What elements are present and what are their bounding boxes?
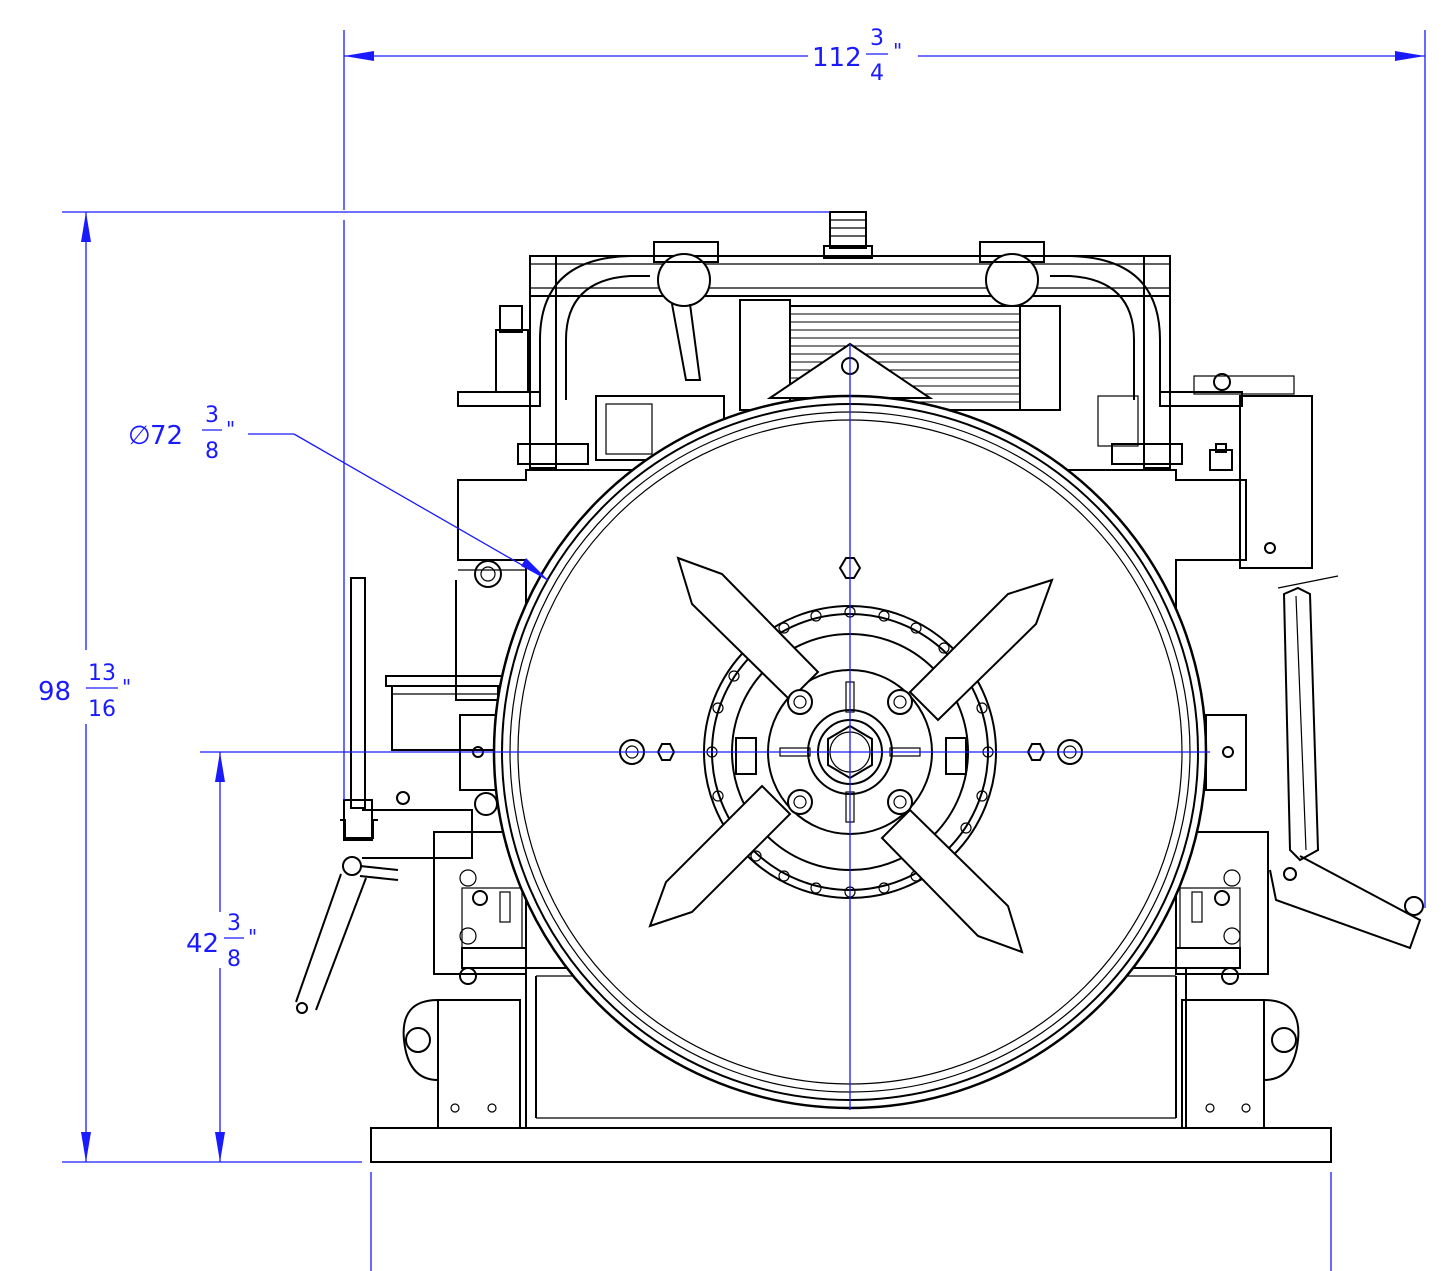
overall-width-denominator: 4 (870, 61, 884, 86)
overall-height-whole: 98 (38, 677, 71, 707)
top-frame (457, 255, 1243, 469)
drum-diameter-numerator: 3 (205, 403, 219, 428)
drum-diameter-whole: 72 (150, 421, 183, 451)
center-height-numerator: 3 (227, 911, 241, 936)
right-work-light (979, 241, 1045, 307)
drum-diameter-denominator: 8 (205, 439, 219, 464)
overall-height-dimension: 98 13 16 " (38, 211, 830, 1163)
overall-width-dimension: 112 3 4 " (343, 26, 1426, 908)
cross-arms (648, 556, 1054, 954)
overall-width-unit: " (893, 39, 902, 63)
left-tray (385, 675, 505, 751)
drum-diameter-dimension: ∅ 72 3 8 " (128, 403, 549, 581)
left-bearing-housing (433, 831, 527, 975)
exhaust-cap (823, 211, 873, 259)
overall-height-unit: " (122, 675, 131, 699)
overall-width-numerator: 3 (870, 26, 884, 51)
base-plate (370, 1127, 1332, 1163)
center-height-denominator: 8 (227, 947, 241, 972)
right-filter-assembly (1097, 395, 1183, 465)
center-height-whole: 42 (186, 929, 219, 959)
left-lever-arm (295, 577, 473, 1014)
hub-bolts (619, 557, 1083, 815)
drum-diameter-unit: " (226, 417, 235, 441)
drum-diameter-symbol: ∅ (128, 421, 151, 451)
right-control-box (1193, 373, 1313, 569)
base-extension-lines (343, 220, 1332, 1271)
center-height-unit: " (248, 925, 257, 949)
overall-width-whole: 112 (812, 43, 862, 73)
center-height-dimension: 42 3 8 " (186, 752, 257, 1162)
overall-height-denominator: 16 (88, 697, 116, 722)
overall-height-numerator: 13 (88, 661, 116, 686)
left-foot-bracket (402, 947, 527, 1128)
left-work-light (653, 241, 719, 381)
machine-linework (295, 211, 1424, 1163)
right-lever-arm (1269, 575, 1424, 950)
dimensions: 112 3 4 " 98 13 16 " 42 3 (38, 26, 1426, 1271)
frame-side-pins (459, 967, 1239, 985)
